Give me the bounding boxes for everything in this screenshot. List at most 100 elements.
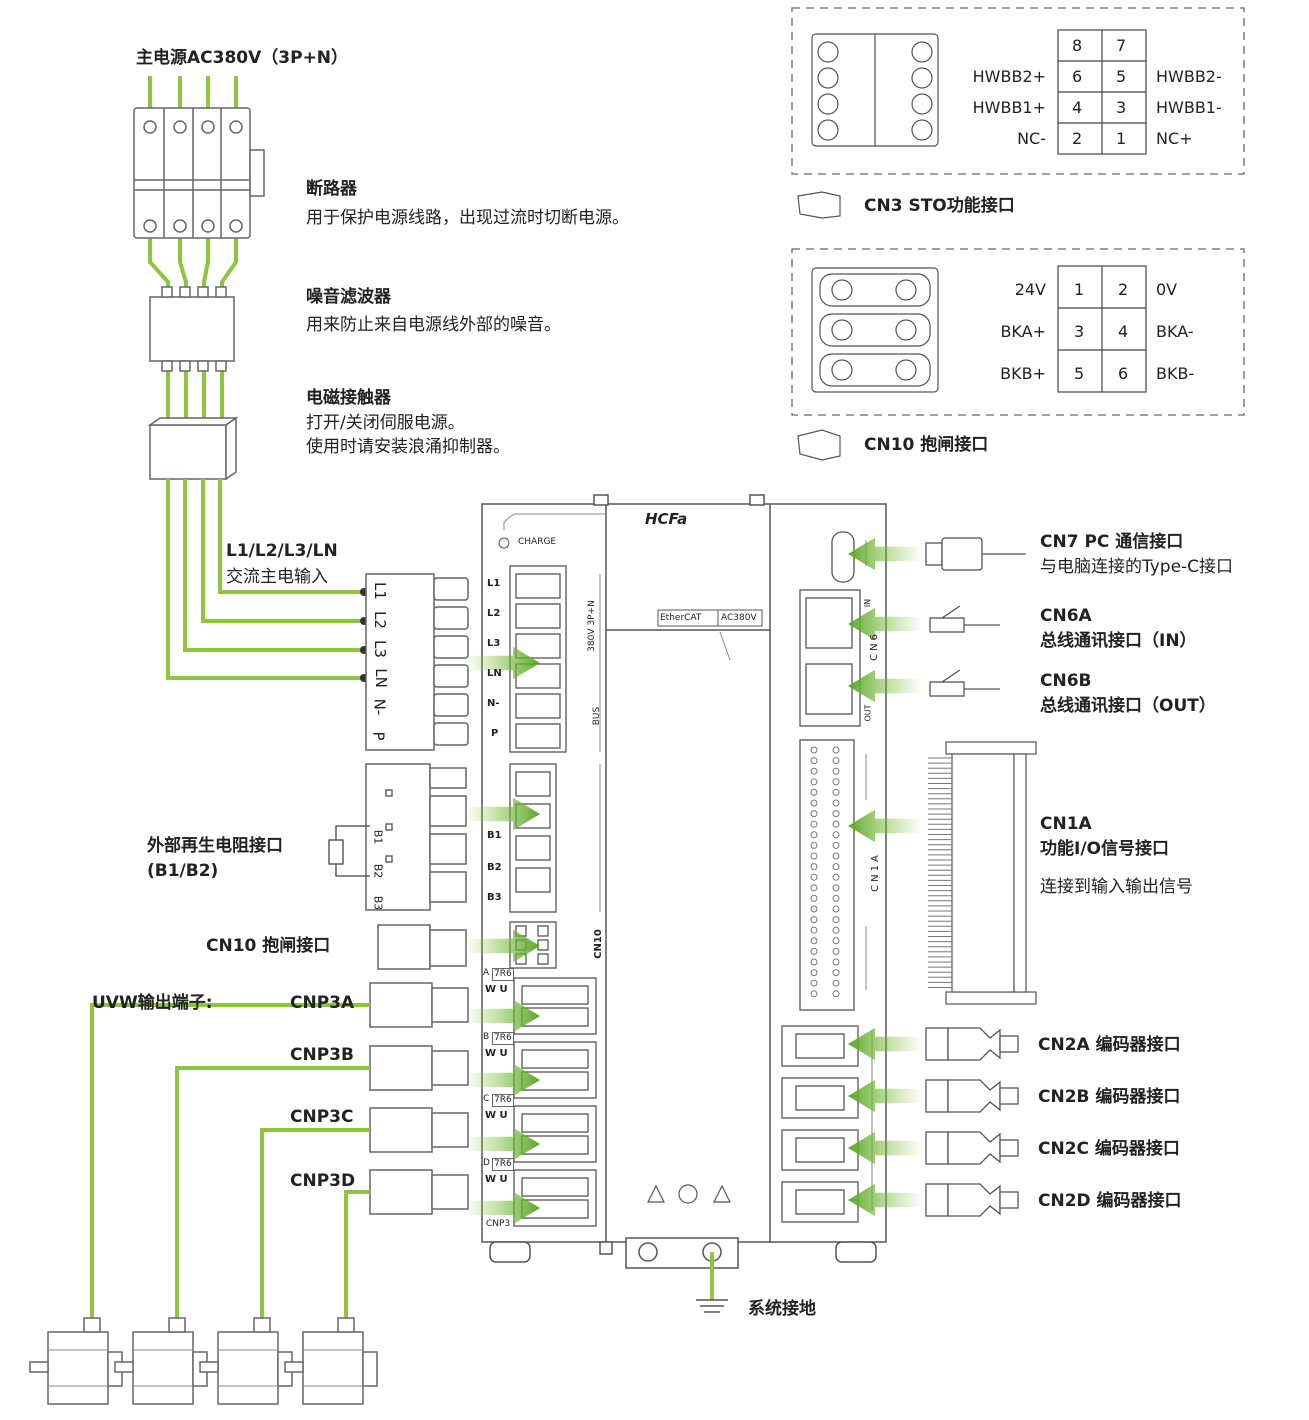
sto-hwbb2p: HWBB2+: [972, 67, 1046, 86]
brake-pin-1: 1: [1074, 280, 1085, 299]
axis-b: B: [483, 1032, 490, 1042]
cn1a-pin: [810, 990, 818, 998]
cn1a-pin: [810, 841, 818, 849]
sto-pin-6: 6: [1072, 67, 1083, 86]
ethercat-logo: EtherCAT: [660, 613, 702, 623]
brake-0v: 0V: [1156, 280, 1178, 299]
brake-detail-frame: [791, 248, 1245, 416]
cn6a-title: CN6A: [1040, 606, 1092, 626]
cn1a-pin: [810, 810, 818, 818]
cn7-desc: 与电脑连接的Type-C接口: [1040, 557, 1234, 577]
drive-pin-l1: L1: [487, 578, 501, 589]
cn1a-pin: [810, 884, 818, 892]
cn1a-pin: [832, 947, 840, 955]
axis-d-wu: W U: [485, 1174, 508, 1185]
cnp3a-label: CNP3A: [290, 993, 355, 1013]
brake-pin-3: 3: [1074, 322, 1085, 341]
cn1a-pin: [810, 831, 818, 839]
cn1a-pin: [810, 767, 818, 775]
drive-pin-b1: B1: [487, 830, 502, 841]
cn1a-pin: [832, 873, 840, 881]
side-cn10-label: CN10: [592, 929, 604, 959]
side-bus-label: BUS: [592, 706, 603, 726]
cn2b-label: CN2B 编码器接口: [1038, 1087, 1181, 1107]
cn1a-pin: [832, 894, 840, 902]
charge-label: CHARGE: [518, 537, 557, 547]
side-380v-label: 380V 3P+N: [586, 600, 597, 652]
ground-label: 系统接地: [748, 1299, 816, 1319]
cn1a-pin: [810, 958, 818, 966]
cn1a-pin: [832, 831, 840, 839]
cn1a-pin: [832, 916, 840, 924]
sto-pin-5: 5: [1116, 67, 1127, 86]
sto-pin-2: 2: [1072, 129, 1083, 148]
cn1a-pin: [832, 799, 840, 807]
sto-detail-frame: [791, 7, 1245, 175]
noise-filter-desc: 用来防止来自电源线外部的噪音。: [306, 315, 561, 335]
cn2a-label: CN2A 编码器接口: [1038, 1035, 1181, 1055]
drive-pin-b2: B2: [487, 862, 502, 873]
cn1a-pin: [832, 990, 840, 998]
cnp3b-label: CNP3B: [290, 1045, 354, 1065]
cn1a-pin: [810, 852, 818, 860]
contactor-desc-1: 打开/关闭伺服电源。: [306, 413, 465, 433]
cn6b-subtitle: 总线通讯接口（OUT）: [1040, 696, 1216, 716]
plug-pin-l1: L1: [370, 582, 389, 600]
cn1a-subtitle: 功能I/O信号接口: [1040, 839, 1169, 859]
axis-b-wu: W U: [485, 1048, 508, 1059]
brake-bkbm: BKB-: [1156, 364, 1195, 383]
cn1a-pin: [810, 969, 818, 977]
cn1a-external-pins: [928, 757, 952, 988]
cn1a-external-connector: [945, 741, 1037, 1005]
ac-input-desc: 交流主电输入: [226, 567, 328, 587]
brake-plug-icon: [797, 429, 841, 461]
cn1a-pin: [832, 884, 840, 892]
cn1a-pin: [832, 746, 840, 754]
plug-pin-n: N-: [370, 698, 389, 716]
warning-icons: [647, 1184, 731, 1204]
main-terminal-plug: [365, 573, 469, 751]
cn1a-pin: [810, 916, 818, 924]
cn1a-pin: [832, 958, 840, 966]
cn1a-pin: [832, 778, 840, 786]
axis-c-tag: 7R6: [492, 1094, 514, 1107]
sto-pin-3: 3: [1116, 98, 1127, 117]
cn1a-pin: [832, 810, 840, 818]
sto-pin-4: 4: [1072, 98, 1083, 117]
brake-bkam: BKA-: [1156, 322, 1194, 341]
contactor: [147, 416, 239, 481]
ground-wire: [696, 1252, 728, 1313]
brake-bkap: BKA+: [1000, 322, 1046, 341]
drive-pin-ln: LN: [487, 668, 502, 679]
noise-filter: [149, 286, 235, 372]
cn1a-pin: [810, 937, 818, 945]
brake-pin-2: 2: [1118, 280, 1129, 299]
axis-c-wu: W U: [485, 1110, 508, 1121]
circuit-breaker: [133, 107, 265, 239]
regen-resistor: [328, 825, 370, 877]
brake-24v: 24V: [1014, 280, 1046, 299]
sto-plug-icon: [797, 191, 841, 219]
regen-subtitle: (B1/B2): [147, 861, 219, 881]
cn1a-pin: [832, 905, 840, 913]
cn1a-pin: [810, 746, 818, 754]
cn1a-pins: [810, 746, 840, 998]
brake-connector-drawing: [811, 267, 939, 393]
cn1a-title: CN1A: [1040, 814, 1092, 834]
brake-bkbp: BKB+: [1000, 364, 1046, 383]
cnp3-plugs: [369, 982, 469, 1215]
cn6b-title: CN6B: [1040, 671, 1092, 691]
contactor-desc-2: 使用时请安装浪涌抑制器。: [306, 437, 510, 457]
plug-pin-l3: L3: [370, 640, 389, 658]
noise-filter-title: 噪音滤波器: [306, 287, 391, 307]
plug-pin-p: P: [369, 731, 388, 741]
drive-pin-p: P: [491, 728, 499, 739]
drive-pin-l3: L3: [487, 638, 501, 649]
model-label: [657, 609, 763, 627]
axis-d-tag: 7R6: [492, 1158, 514, 1171]
external-cables: [925, 537, 1026, 1217]
cnp3-label: CNP3: [486, 1219, 511, 1229]
regen-pin-b2: B2: [371, 863, 385, 879]
drive-pin-b3: B3: [487, 892, 502, 903]
